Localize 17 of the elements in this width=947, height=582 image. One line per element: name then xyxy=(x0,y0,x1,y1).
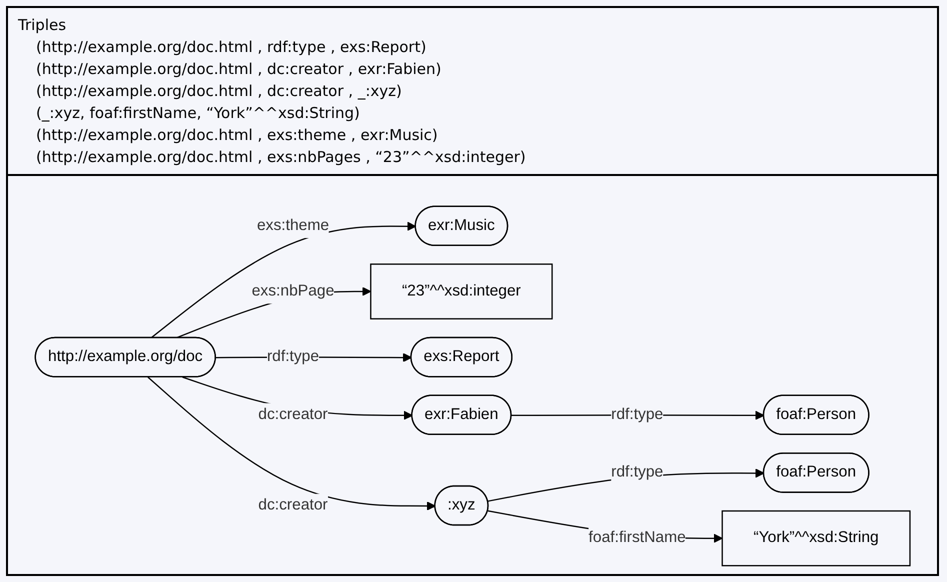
edge-label: rdf:type xyxy=(610,463,664,481)
triple-text: (http://example.org/doc.html , dc:creator , exr:Fabien) xyxy=(36,59,442,80)
edge-label: foaf:firstName xyxy=(588,528,686,546)
edge-label: exs:nbPage xyxy=(252,282,334,300)
triple-text: (http://example.org/doc.html , exs:nbPages , “23”^^xsd:integer) xyxy=(36,147,526,168)
edge-label: rdf:type xyxy=(266,347,319,366)
edge-label: dc:creator xyxy=(258,405,328,423)
triple-text: (_:xyz, foaf:firstName, “York”^^xsd:String) xyxy=(36,103,360,124)
triple-text: (http://example.org/doc.html , dc:creator , _:xyz) xyxy=(36,81,402,102)
node-box: “23”^^xsd:integer xyxy=(370,264,553,320)
edge-label: rdf:type xyxy=(610,405,664,423)
table-heading: Triples xyxy=(18,15,66,36)
edge-label: dc:creator xyxy=(258,496,328,514)
triple-text: (http://example.org/doc.html , rdf:type , exs:Report) xyxy=(36,37,426,58)
edge-label: exs:theme xyxy=(256,216,329,234)
node-box: “York”^^xsd:String xyxy=(721,510,910,566)
triple-text: (http://example.org/doc.html , exs:theme , exr:Music) xyxy=(36,125,438,146)
